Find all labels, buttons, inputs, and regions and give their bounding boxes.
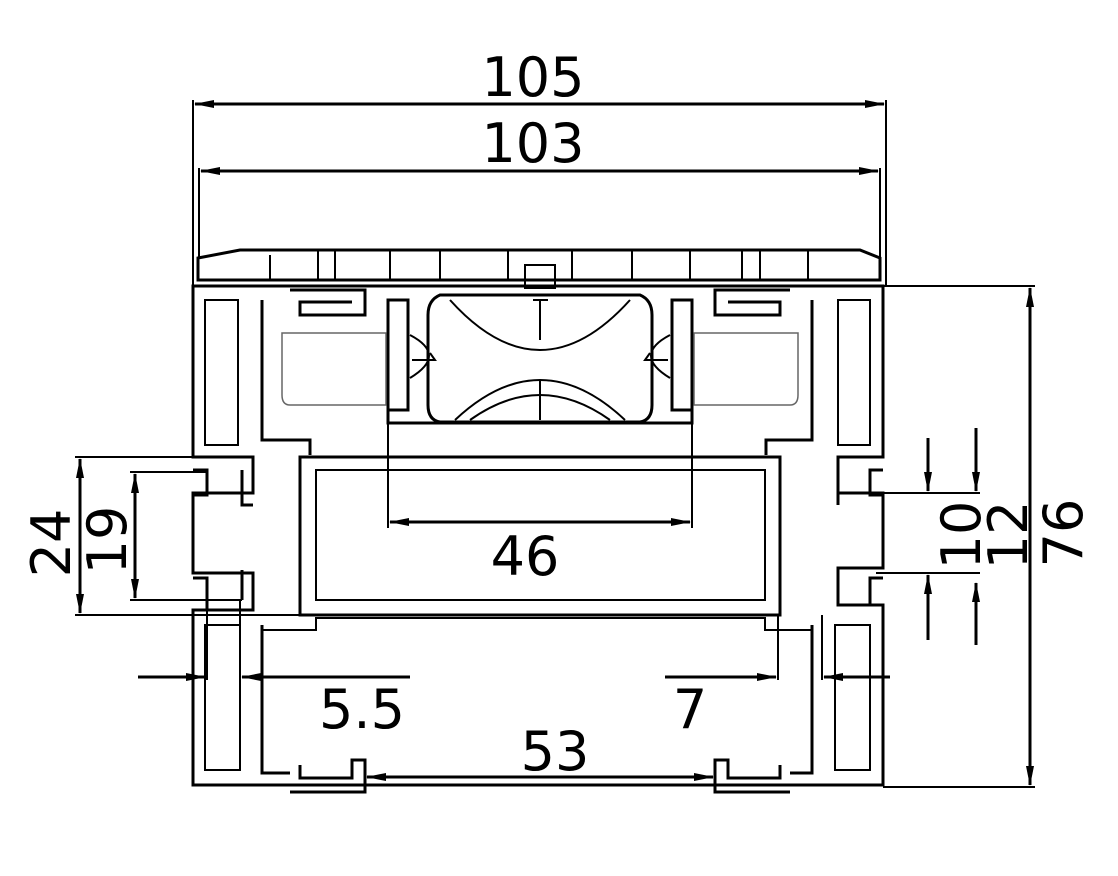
central-chamber-inner	[315, 469, 766, 601]
right-column	[834, 299, 871, 771]
label-46: 46	[491, 525, 560, 588]
clip-lower-right	[713, 758, 790, 794]
roller-wheel-top	[449, 299, 631, 351]
roller-side-guides	[409, 334, 671, 379]
label-12: 12	[977, 501, 1040, 570]
label-76: 76	[1032, 499, 1095, 568]
dimension-lines	[75, 100, 1035, 788]
dimension-labels: 105 103 46 24 19 10 12 76 5.5 7 53	[20, 46, 1095, 783]
central-chamber	[298, 455, 782, 617]
outer-frame	[191, 284, 885, 787]
right-slot	[836, 468, 883, 605]
clip-lower-left	[290, 758, 367, 794]
top-cover-center-notch	[524, 264, 556, 289]
label-19: 19	[76, 506, 139, 575]
side-pad-left	[281, 332, 387, 406]
roller-axis	[533, 299, 548, 420]
right-inner-wall	[764, 300, 814, 775]
clip-upper-right	[713, 288, 790, 317]
left-inner-wall	[260, 300, 312, 775]
roller-pins	[412, 352, 668, 361]
label-24: 24	[20, 509, 83, 578]
label-103: 103	[481, 112, 584, 175]
left-column	[204, 299, 241, 771]
left-slot	[193, 468, 253, 610]
label-105: 105	[481, 46, 584, 109]
top-cover-ribs	[269, 250, 809, 280]
label-10: 10	[930, 501, 993, 570]
label-7: 7	[673, 678, 707, 741]
lower-chamber	[262, 617, 812, 631]
clip-upper-left	[290, 288, 367, 317]
side-pad-right	[693, 332, 799, 406]
label-53: 53	[521, 720, 590, 783]
label-5-5: 5.5	[319, 678, 405, 741]
